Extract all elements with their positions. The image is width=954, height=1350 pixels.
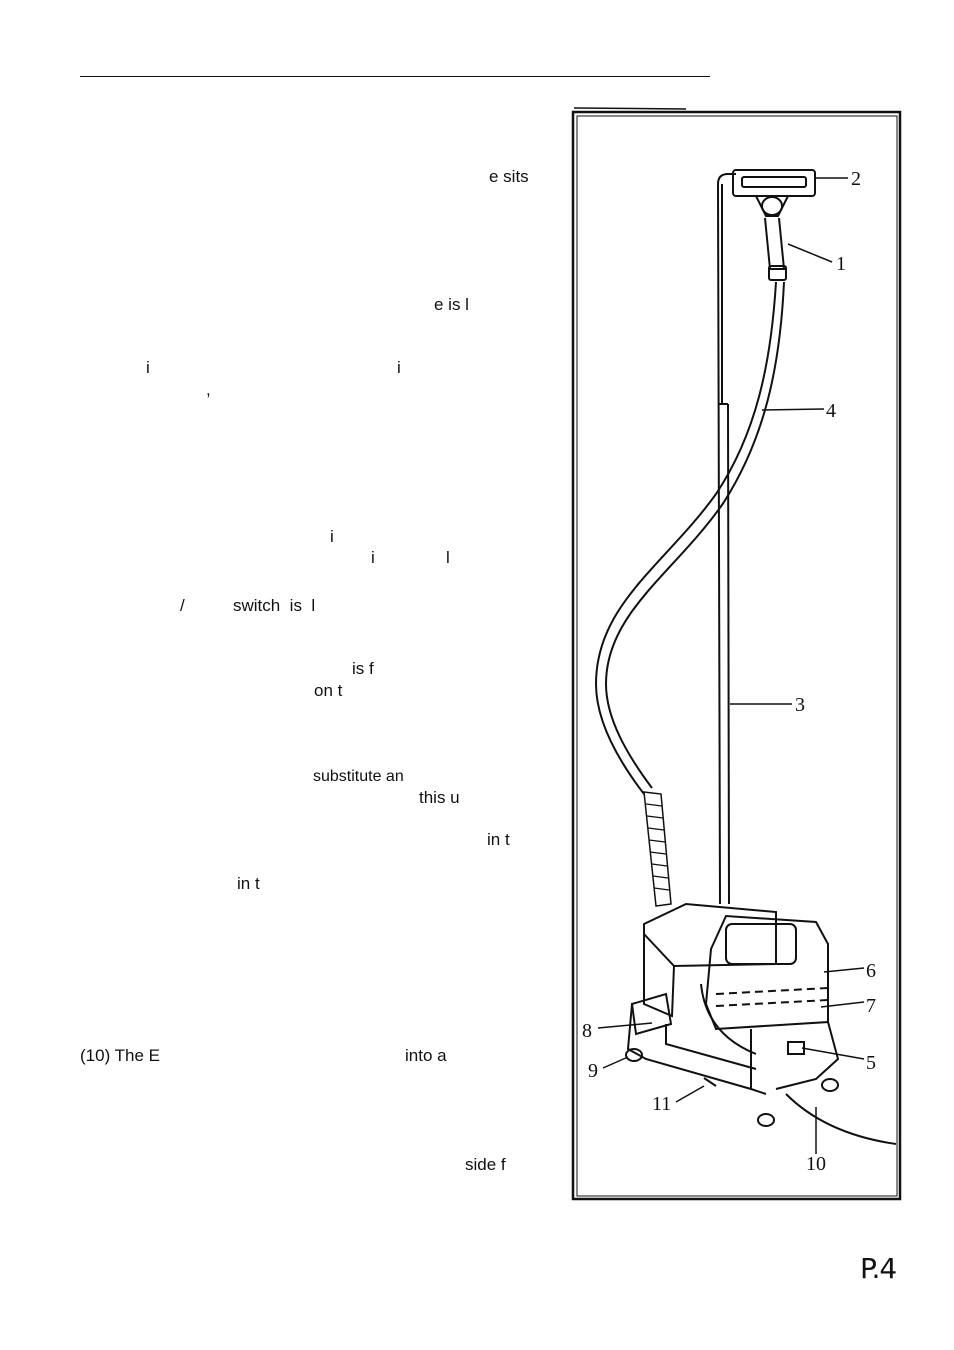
header-rule [80, 76, 710, 77]
text-fragment: this u [419, 788, 460, 807]
text-fragment: l [446, 548, 450, 567]
text-fragment: switch is l [233, 596, 316, 615]
text-fragment: side f [465, 1155, 506, 1174]
text-fragment: i [371, 548, 375, 567]
callout-5: 5 [866, 1052, 876, 1074]
text-fragment: on t [314, 681, 343, 700]
callout-9: 9 [588, 1060, 598, 1082]
callout-4: 4 [826, 400, 836, 422]
hanger-pole [716, 173, 736, 905]
page-number: P.4 [860, 1252, 897, 1285]
callout-11: 11 [652, 1093, 671, 1115]
text-fragment: i [330, 527, 334, 546]
text-fragment: in t [237, 874, 260, 893]
text-fragment: into a [405, 1046, 447, 1065]
callout-8: 8 [582, 1020, 592, 1042]
steam-hose [594, 281, 785, 907]
callout-leaders [597, 177, 865, 1154]
callout-3: 3 [795, 694, 805, 716]
text-fragment: e sits [489, 167, 529, 186]
text-fragment: , [206, 380, 211, 399]
text-fragment: is f [352, 659, 374, 678]
steam-head [732, 169, 816, 217]
text-fragment: substitute an [313, 768, 404, 785]
steamer-diagram: 1 2 3 4 5 6 7 8 9 10 11 [566, 104, 906, 1204]
callout-7: 7 [866, 995, 876, 1017]
callout-6: 6 [866, 960, 876, 982]
steam-handle [764, 217, 787, 281]
callout-10: 10 [806, 1153, 826, 1175]
steamer-base [625, 902, 897, 1145]
text-fragment: (10) The E [80, 1046, 161, 1065]
text-fragment: e is l [434, 295, 469, 314]
text-fragment: i [397, 358, 401, 377]
text-fragment: in t [487, 830, 510, 849]
figure-frame [571, 107, 902, 1201]
callout-2: 2 [851, 168, 861, 190]
text-fragment: i [146, 358, 150, 377]
callout-1: 1 [836, 253, 846, 275]
text-fragment: / [180, 596, 185, 615]
